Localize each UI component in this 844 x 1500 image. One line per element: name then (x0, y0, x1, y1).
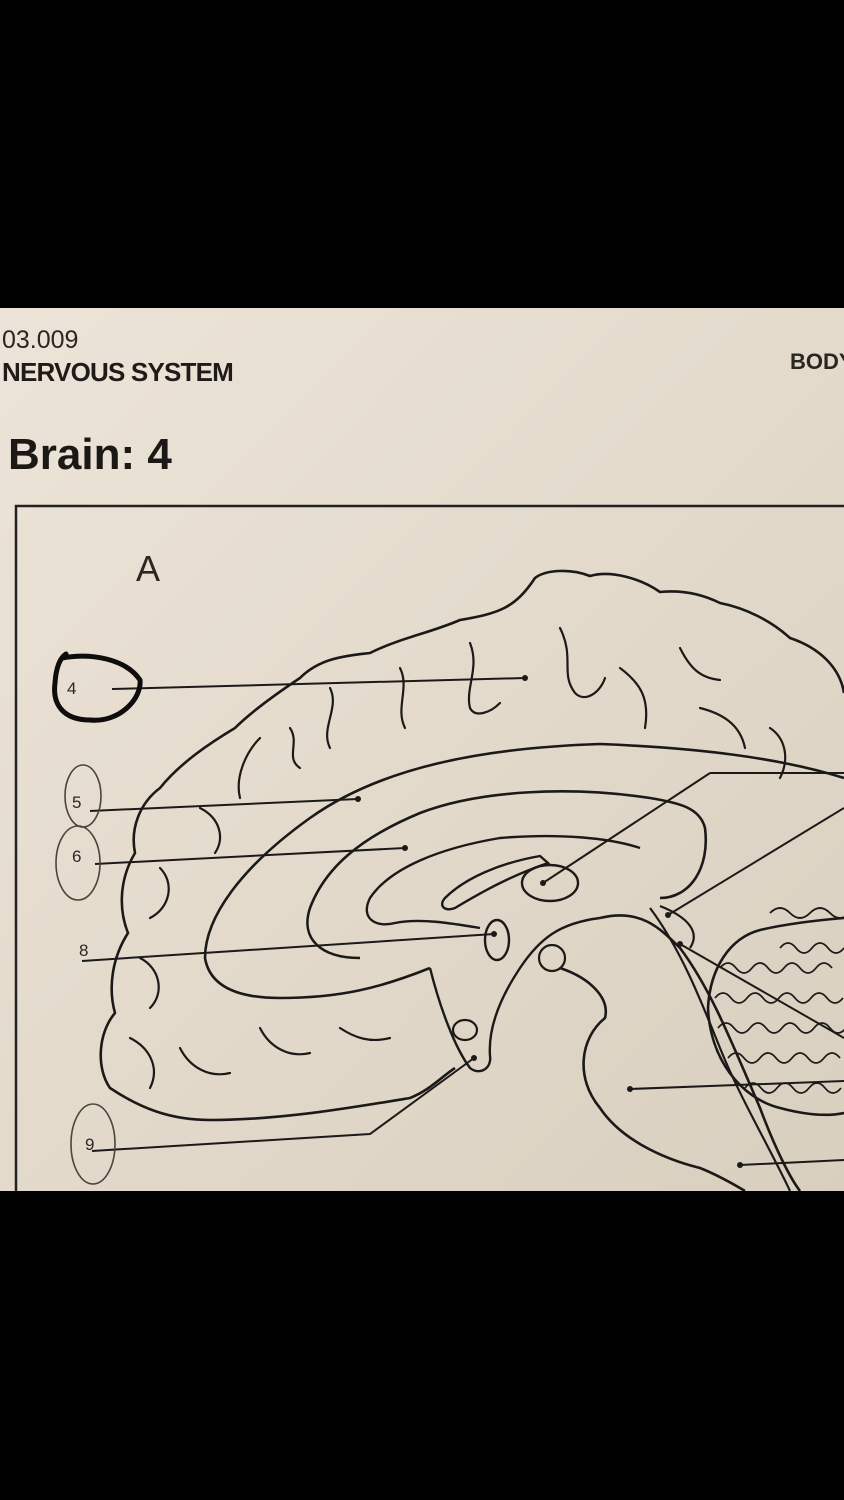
callout-number: 4 (67, 679, 76, 698)
marker-circle-4 (52, 651, 143, 723)
figure-frame (14, 504, 844, 1191)
page-title: Brain: 4 (8, 430, 172, 479)
body-tag: BODY (790, 349, 844, 374)
brainstem (599, 914, 802, 1191)
sheet-code: 03.009 (2, 326, 79, 354)
callout-number: 5 (72, 793, 81, 812)
panel-label: A (136, 548, 160, 589)
cerebellum (706, 916, 844, 1117)
corpus-callosum (203, 742, 844, 1000)
worksheet-photo: A 4 5 6 8 9 03.009 NERVOUS SYSTEM BODY B… (0, 308, 844, 1191)
section-heading: NERVOUS SYSTEM (2, 357, 234, 387)
callout-number: 8 (79, 941, 88, 960)
brain-sagittal-diagram: A 4 5 6 8 9 (14, 504, 844, 1191)
callout-number: 6 (72, 847, 81, 866)
callout-number: 9 (85, 1135, 94, 1154)
cerebrum-outline (99, 569, 844, 1122)
